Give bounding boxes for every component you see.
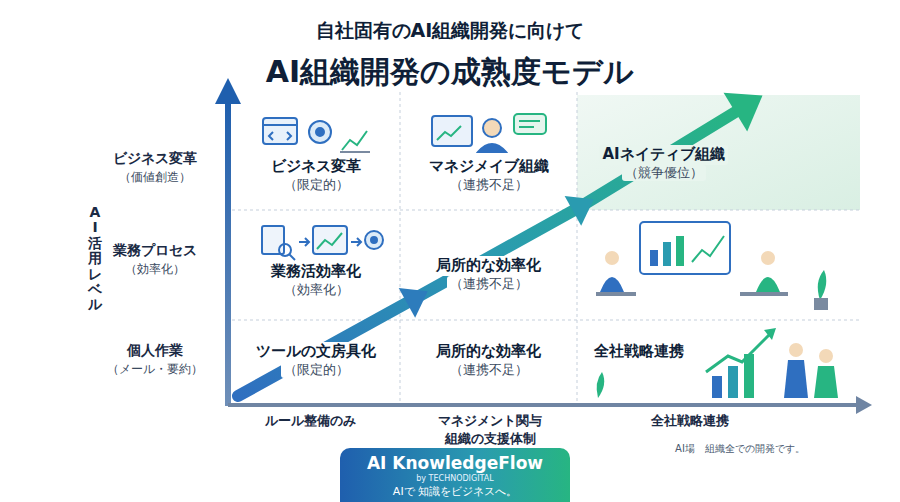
growth-arrow-head [565, 196, 594, 226]
growth-arrow [238, 93, 762, 396]
x-axis-head [856, 396, 872, 414]
icon-group [262, 226, 383, 260]
cell-heading: マネジメイブ組織 [400, 157, 577, 177]
row-label: 業務プロセス [113, 242, 197, 260]
column-label: マネジメント関与 [438, 412, 542, 430]
highlight-cell [577, 95, 860, 210]
cell-heading: ビジネス変革 [232, 157, 400, 177]
row-label: （効率化） [125, 261, 185, 278]
cell-heading: ツールの文房具化 [232, 342, 400, 362]
cell-note: （競争優位） [577, 165, 750, 182]
axis-label: AI活用レベル [88, 205, 102, 313]
y-axis [225, 100, 231, 406]
cell-note: （連携不足） [400, 177, 577, 194]
cell-heading: 局所的な効率化 [400, 256, 577, 276]
brand-banner: AI KnowledgeFlowby TECHNODIGITALAIで 知識をビ… [340, 448, 570, 502]
cell-note: （連携不足） [400, 362, 577, 379]
growth-arrow-line [238, 108, 742, 396]
row-label: （メール・要約） [107, 361, 203, 378]
matrix-cell: 局所的な効率化（連携不足） [400, 320, 577, 403]
matrix-cell: AIネイティブ組織（競争優位） [577, 95, 860, 210]
y-axis-head [215, 78, 241, 104]
cell-note: （連携不足） [400, 276, 577, 293]
column-label: ルール整備のみ [265, 412, 356, 430]
matrix-cell: ビジネス変革（限定的） [232, 95, 400, 210]
matrix-cell: 局所的な効率化（連携不足） [400, 210, 577, 320]
subtitle: 自社固有のAI組織開発に向けて [316, 18, 585, 44]
icon-group [263, 118, 370, 152]
cell-heading: 全社戦略連携 [577, 342, 700, 362]
cell-heading: AIネイティブ組織 [577, 145, 750, 165]
office-illustration [596, 222, 828, 310]
cell-note: （限定的） [232, 177, 400, 194]
matrix-cell: ツールの文房具化（限定的） [232, 320, 400, 403]
cell-note: （限定的） [232, 362, 400, 379]
cell-note: AIで 知識をビジネスへ。 [358, 485, 552, 499]
growth-arrow-head [399, 288, 428, 318]
cell-note: （効率化） [232, 282, 400, 299]
grid-lines [232, 92, 860, 403]
cell-heading: 局所的な効率化 [400, 342, 577, 362]
column-label: 全社戦略連携 [651, 412, 729, 430]
column-label: 組織の支援体制 [445, 430, 536, 448]
row-label: 個人作業 [127, 342, 183, 360]
growth-arrow-head [724, 93, 763, 132]
matrix-cell: 業務活効率化（効率化） [232, 210, 400, 320]
cell-note: by TECHNODIGITAL [358, 474, 552, 484]
note: AI場ゞ組織全での開発です。 [675, 442, 805, 456]
cell-heading: 業務活効率化 [232, 262, 400, 282]
main-title: AI組織開発の成熟度モデル [0, 52, 900, 93]
growth-illustration [597, 328, 838, 398]
matrix-cell: マネジメイブ組織（連携不足） [400, 95, 577, 210]
x-axis [228, 403, 858, 407]
icon-group [432, 114, 546, 152]
matrix-cell: 全社戦略連携 [577, 320, 860, 403]
cell-heading: AI KnowledgeFlow [358, 452, 552, 474]
row-label: ビジネス変革 [113, 150, 197, 168]
row-label: （価値創造） [119, 169, 191, 186]
